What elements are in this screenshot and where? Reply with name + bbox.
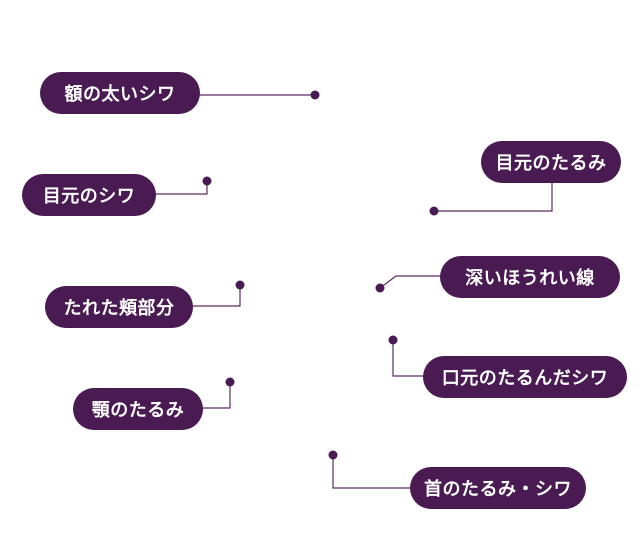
sagging-cheek-label: たれた頬部分 (45, 286, 193, 328)
neck-wrinkle-label: 首のたるみ・シワ (410, 467, 586, 509)
jaw-point (225, 377, 235, 387)
nasolabial-fold-label: 深いほうれい線 (440, 256, 620, 298)
cheek-connector (190, 285, 241, 307)
eye-sag-point (429, 206, 439, 216)
eye-wrinkle-point (202, 176, 212, 186)
nasolabial-connector (379, 275, 442, 289)
forehead-point (310, 90, 320, 100)
mouth-point (388, 335, 398, 345)
forehead-wrinkle-label: 額の太いシワ (40, 72, 200, 114)
nasolabial-point (375, 283, 385, 293)
neck-connector (332, 455, 410, 489)
cheek-point (235, 280, 245, 290)
neck-point (328, 450, 338, 460)
jaw-sag-label: 顎のたるみ (73, 388, 203, 430)
mouth-wrinkle-label: 口元のたるんだシワ (423, 356, 627, 398)
eye-wrinkle-connector (154, 181, 208, 195)
mouth-connector (392, 340, 424, 377)
eye-sag-label: 目元のたるみ (481, 141, 621, 183)
jaw-connector (200, 382, 231, 409)
eye-sag-connector (434, 183, 553, 212)
eye-wrinkle-label: 目元のシワ (22, 174, 156, 216)
